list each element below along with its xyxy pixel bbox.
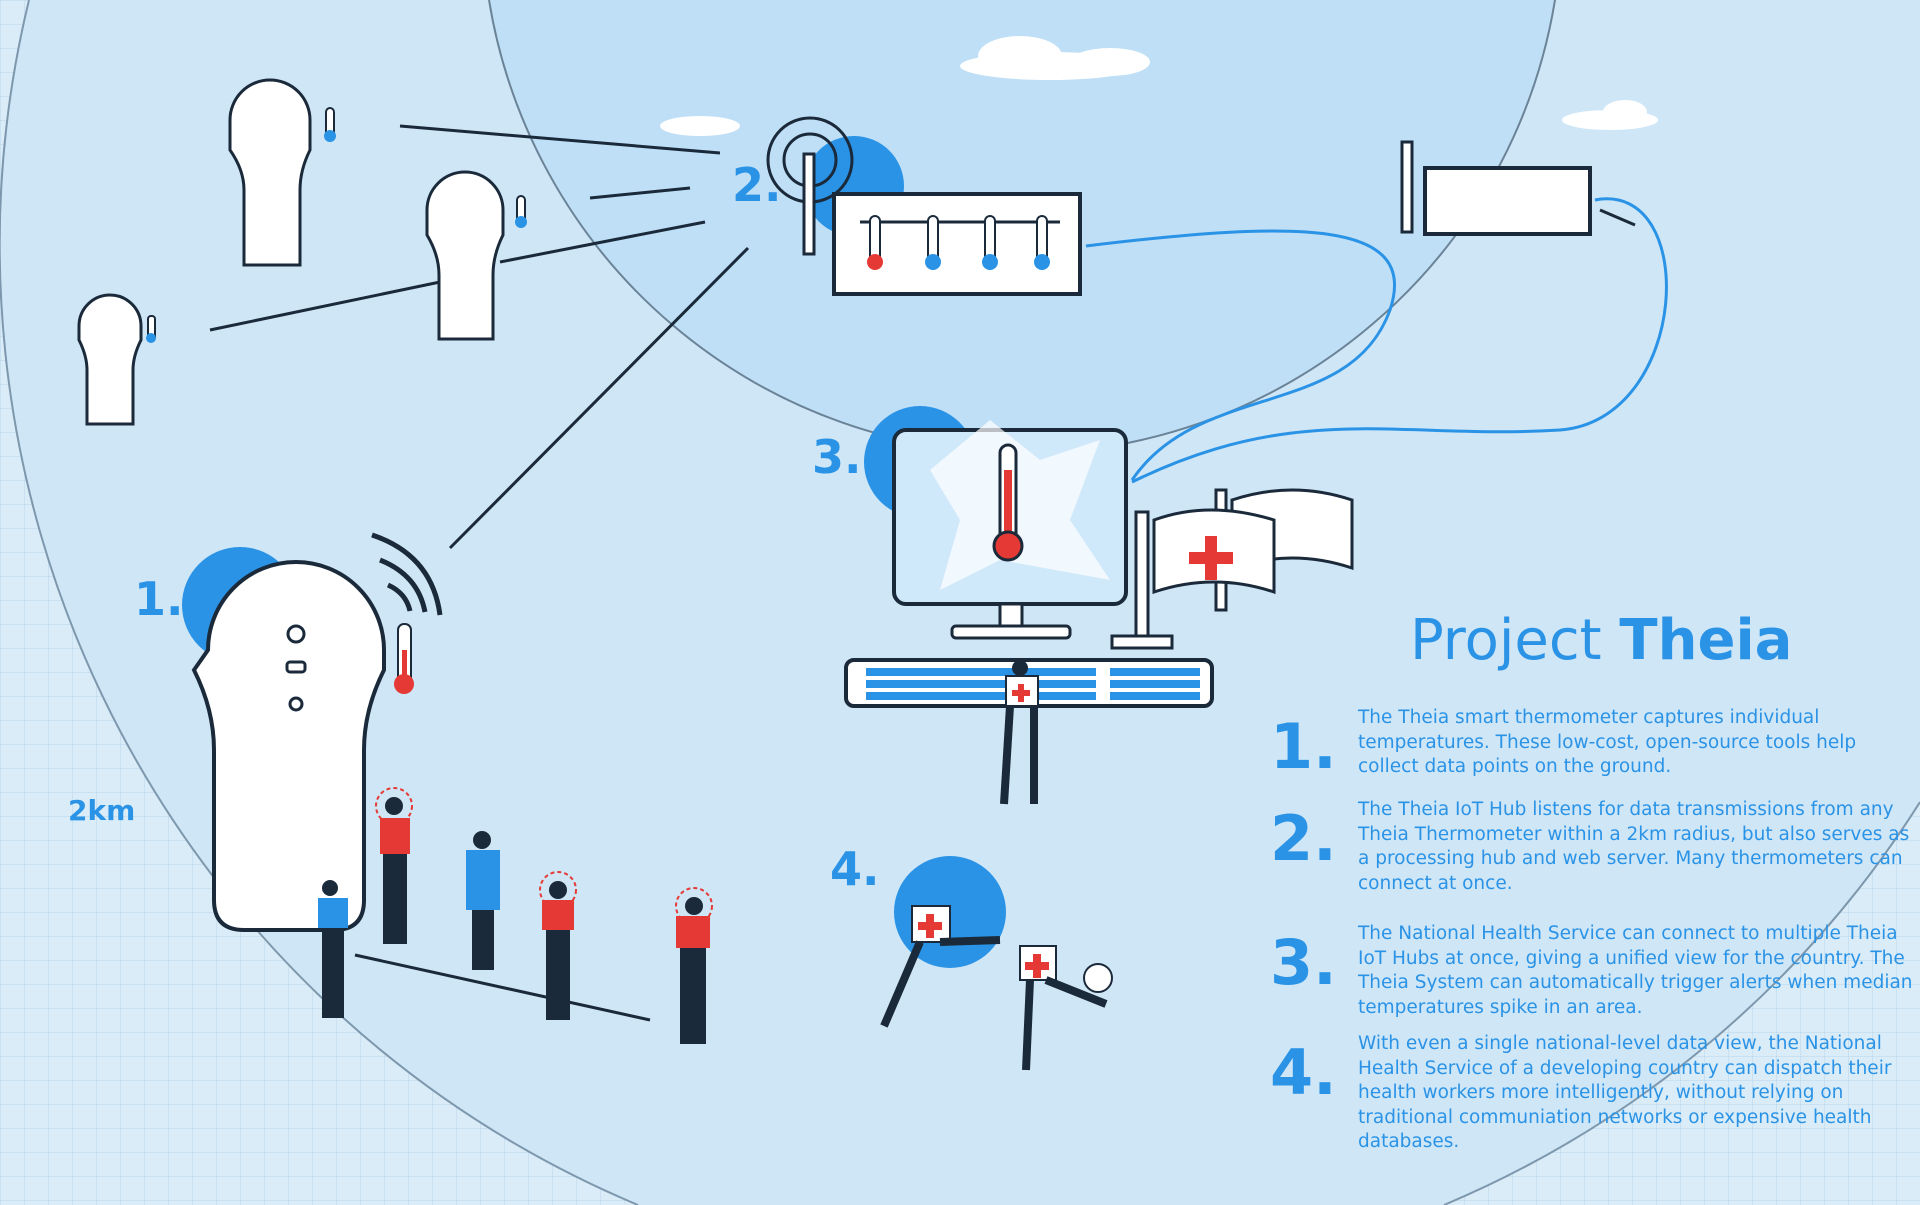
illustration-step-1-label: 1.	[134, 572, 184, 626]
illustration-step-3-label: 3.	[812, 430, 862, 484]
title-bold: Theia	[1619, 608, 1793, 673]
person	[466, 831, 500, 970]
step-text: With even a single national-level data v…	[1358, 1033, 1892, 1152]
person-fever	[539, 871, 577, 1020]
people-group	[318, 660, 1039, 1044]
title-light: Project	[1410, 608, 1602, 673]
cable	[1131, 197, 1668, 484]
thermometer-device-icon	[228, 78, 336, 267]
thermometer-device-icon	[425, 170, 527, 341]
health-worker	[1000, 660, 1039, 805]
health-workers-running	[880, 856, 1113, 1071]
step-text: The Theia smart thermometer captures ind…	[1358, 707, 1857, 777]
person-fever	[675, 887, 713, 1044]
illustration-step-4-label: 4.	[830, 842, 880, 896]
clouds	[660, 36, 1658, 136]
illustration-step-2-label: 2.	[732, 158, 782, 212]
theia-thermometer-large	[182, 532, 443, 932]
national-flags	[1110, 488, 1354, 650]
signal-lines	[209, 124, 750, 1022]
step-number: 1.	[1270, 710, 1337, 783]
step-number: 4.	[1270, 1036, 1337, 1109]
iot-hub-remote	[1400, 140, 1636, 236]
iot-hub-device	[766, 116, 1082, 296]
step-number: 2.	[1270, 802, 1337, 875]
step-text: The Theia IoT Hub listens for data trans…	[1358, 799, 1910, 894]
radius-label: 2km	[68, 794, 136, 827]
person	[318, 880, 348, 1018]
step-number: 3.	[1270, 926, 1337, 999]
cable	[1085, 229, 1397, 481]
person-fever	[375, 787, 413, 944]
thermometer-device-icon	[77, 293, 156, 426]
step-text: The National Health Service can connect …	[1358, 923, 1913, 1018]
page-title: Project Theia	[1410, 608, 1792, 673]
health-service-computer	[844, 406, 1214, 708]
